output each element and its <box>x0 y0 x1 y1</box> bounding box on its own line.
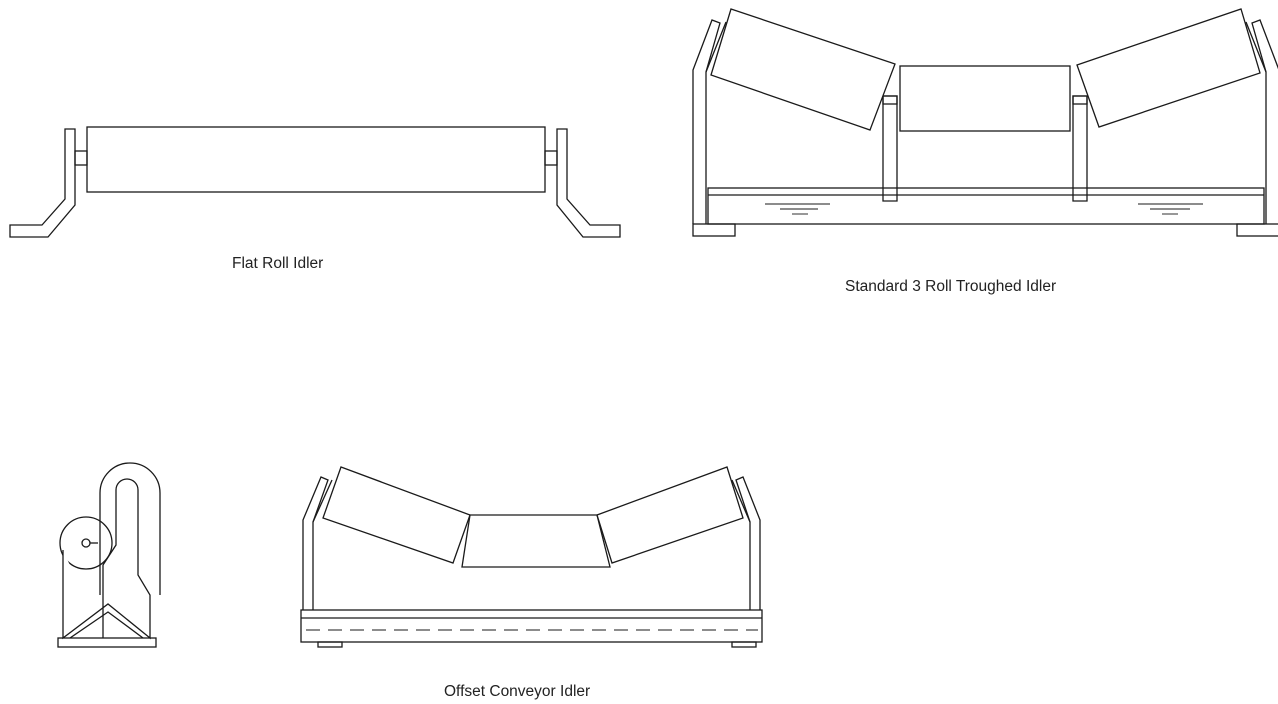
troughed-left-stand <box>882 95 898 202</box>
offset-side-shaft-pin <box>81 538 91 548</box>
troughed-left-foot <box>692 223 736 237</box>
troughed-idler-drawing <box>692 8 1278 237</box>
offset-front-right-wing-roll <box>596 466 744 564</box>
offset-front-left-foot <box>317 641 343 648</box>
offset-front-center-roll <box>461 514 611 568</box>
troughed-left-frame-inner <box>705 21 727 73</box>
troughed-right-frame <box>1251 19 1278 224</box>
troughed-base-channel <box>707 187 1265 225</box>
troughed-left-wing-roll <box>710 8 896 131</box>
offset-side-bracket-brace <box>69 611 144 639</box>
troughed-right-foot <box>1236 223 1278 237</box>
offset-idler-side-view <box>57 462 161 648</box>
offset-front-left-wing-roll <box>322 466 471 564</box>
flat-roll-right-bracket <box>556 128 621 238</box>
offset-side-base-plate <box>57 637 157 648</box>
offset-front-left-frame-inner <box>312 479 333 523</box>
troughed-right-wing-roll <box>1076 8 1261 128</box>
offset-side-tall-roll <box>99 462 161 595</box>
offset-side-small-roll <box>59 516 113 570</box>
troughed-center-roll <box>899 65 1071 132</box>
troughed-right-stand-cap <box>1072 95 1088 105</box>
offset-front-left-frame <box>302 476 329 610</box>
flat-roll-left-shaft <box>74 150 88 166</box>
flat-roll-idler-drawing <box>9 126 621 238</box>
troughed-idler-caption: Standard 3 Roll Troughed Idler <box>845 278 1057 295</box>
flat-roll-idler-caption: Flat Roll Idler <box>232 255 324 272</box>
troughed-left-stand-cap <box>882 95 898 105</box>
offset-front-right-foot <box>731 641 757 648</box>
offset-front-right-frame-inner <box>731 479 751 523</box>
troughed-base-hatch <box>765 203 1203 215</box>
flat-roll-cylinder <box>86 126 546 193</box>
offset-side-bracket <box>62 478 151 640</box>
flat-roll-left-bracket <box>9 128 76 238</box>
offset-idler-front-view <box>300 466 763 648</box>
offset-idler-caption: Offset Conveyor Idler <box>444 683 591 700</box>
offset-front-base-channel <box>300 609 763 643</box>
flat-roll-right-shaft <box>544 150 558 166</box>
troughed-right-stand <box>1072 95 1088 202</box>
troughed-left-frame <box>692 19 721 224</box>
offset-front-right-frame <box>735 476 761 610</box>
troughed-right-frame-inner <box>1245 21 1267 73</box>
